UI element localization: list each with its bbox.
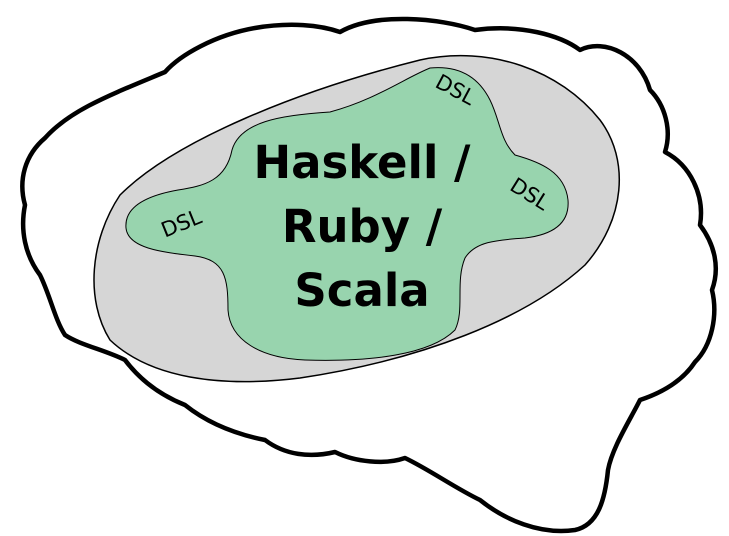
- main-label-line-2: Ruby /: [282, 200, 443, 253]
- inner-region: [125, 67, 569, 361]
- main-label-line-3: Scala: [294, 264, 429, 317]
- main-label-line-1: Haskell /: [253, 136, 471, 189]
